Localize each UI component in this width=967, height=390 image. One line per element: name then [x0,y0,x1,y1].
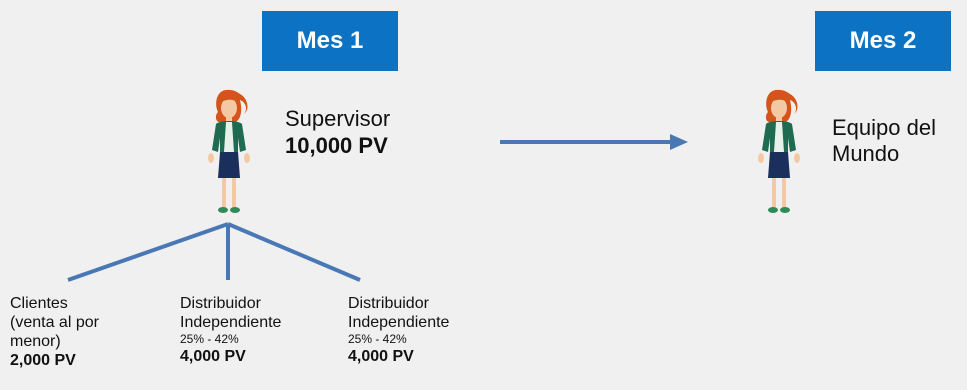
branch-label-line: Clientes [10,295,68,312]
woman-figure-icon [758,89,800,213]
branch-distributor-2: Distribuidor Independiente 25% - 42% 4,0… [348,294,449,366]
branch-pv: 4,000 PV [348,348,414,365]
team-label: Equipo del Mundo [832,115,936,166]
supervisor-title: Supervisor [285,106,391,131]
branch-label-line: Distribuidor [348,295,429,312]
supervisor-pv: 10,000 PV [285,133,388,158]
branch-percent: 25% - 42% [180,332,239,346]
branch-label-line: Independiente [348,314,450,331]
branch-label-line: Independiente [180,314,282,331]
branch-percent: 25% - 42% [348,332,407,346]
branch-line-right [227,222,361,282]
woman-figure-icon [208,89,250,213]
branch-clients: Clientes (venta al por menor) 2,000 PV [10,294,99,370]
month-1-label: Mes 1 [296,27,364,54]
branch-label-line: (venta al por [10,314,99,331]
month-1-badge: Mes 1 [262,11,398,71]
branch-label-line: Distribuidor [180,295,261,312]
branch-label-line: menor) [10,333,61,350]
branch-pv: 2,000 PV [10,352,76,369]
month-2-badge: Mes 2 [815,11,951,71]
branch-distributor-1: Distribuidor Independiente 25% - 42% 4,0… [180,294,281,366]
branch-line-left [67,222,229,282]
month-2-label: Mes 2 [849,27,917,54]
branch-pv: 4,000 PV [180,348,246,365]
right-arrow-icon [500,134,688,150]
